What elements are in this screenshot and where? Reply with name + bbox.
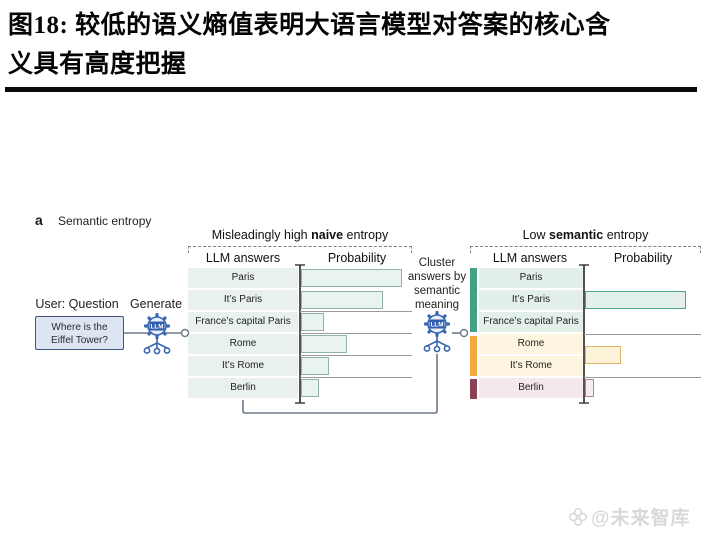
- probability-bar: [301, 335, 347, 353]
- naive-title-bold: naive: [311, 228, 344, 242]
- generate-label: Generate: [129, 297, 183, 311]
- llm-answer-cell: Paris: [188, 268, 298, 288]
- figure-title: 图18: 较低的语义熵值表明大语言模型对答案的核心含 义具有高度把握: [8, 6, 706, 84]
- naive-table-dashed-border: [188, 246, 412, 253]
- question-box: Where is the Eiffel Tower?: [35, 316, 124, 350]
- figure-title-line2: 义具有高度把握: [8, 51, 187, 78]
- llm-answer-cell: Berlin: [188, 378, 298, 398]
- llm-badge-text: LLM: [151, 324, 164, 331]
- llm-answer-cell: It’s Paris: [479, 290, 583, 310]
- probability-bar: [301, 357, 329, 375]
- cluster-strip-paris: [470, 268, 477, 332]
- cluster-line: semantic: [413, 285, 461, 297]
- semantic-title-suffix: entropy: [603, 228, 649, 242]
- naive-col-probability: Probability: [327, 251, 387, 265]
- connector-dot: [459, 328, 469, 338]
- panel-title: Semantic entropy: [58, 214, 152, 228]
- semantic-title-prefix: Low: [522, 228, 550, 242]
- llm-answer-cell: Rome: [479, 334, 583, 354]
- probability-bar: [301, 269, 402, 287]
- semantic-title-bold: semantic: [549, 228, 604, 242]
- probability-bar: [301, 313, 324, 331]
- naive-title-prefix: Misleadingly high: [211, 228, 312, 242]
- cluster-probability-bar-rome: [585, 346, 621, 364]
- llm-answer-cell: France’s capital Paris: [479, 312, 583, 332]
- probability-bar: [301, 291, 383, 309]
- cluster-probability-bar-paris: [585, 291, 686, 309]
- llm-badge-text: LLM: [431, 322, 444, 329]
- llm-answer-cell: It’s Rome: [188, 356, 298, 376]
- llm-answer-cell: It’s Paris: [188, 290, 298, 310]
- naive-table-title: Misleadingly high naive entropy: [188, 228, 412, 242]
- naive-title-suffix: entropy: [343, 228, 389, 242]
- cluster-strip-rome: [470, 336, 477, 376]
- watermark: @未来智库: [568, 503, 691, 530]
- semantic-col-answers: LLM answers: [492, 251, 568, 265]
- cluster-line: answers by: [407, 271, 467, 283]
- question-line1: Where is the: [51, 322, 108, 333]
- probability-bar: [301, 379, 319, 397]
- question-line2: Eiffel Tower?: [51, 335, 108, 346]
- cluster-probability-bar-berlin: [585, 379, 594, 397]
- cluster-step-label: Cluster answers by semantic meaning: [400, 256, 474, 312]
- semantic-table-title: Low semantic entropy: [470, 228, 701, 242]
- title-divider: [5, 87, 697, 92]
- semantic-table-dashed-border: [470, 246, 701, 253]
- llm-answer-cell: Berlin: [479, 378, 583, 398]
- llm-answer-cell: It’s Rome: [479, 356, 583, 376]
- llm-answer-cell: Paris: [479, 268, 583, 288]
- cluster-line: meaning: [414, 299, 460, 311]
- naive-col-answers: LLM answers: [205, 251, 281, 265]
- llm-answer-cell: Rome: [188, 334, 298, 354]
- figure-title-line1: 图18: 较低的语义熵值表明大语言模型对答案的核心含: [8, 12, 611, 39]
- cluster-line: Cluster: [418, 257, 456, 269]
- llm-generate-icon: LLM: [143, 312, 171, 355]
- llm-answer-cell: France’s capital Paris: [188, 312, 298, 332]
- user-question-label: User: Question: [35, 297, 119, 311]
- watermark-clover-icon: [568, 507, 587, 526]
- watermark-text: @未来智库: [591, 508, 691, 529]
- semantic-col-probability: Probability: [613, 251, 673, 265]
- llm-cluster-icon: LLM: [423, 310, 451, 353]
- cluster-strip-berlin: [470, 379, 477, 399]
- panel-letter: a: [35, 212, 43, 228]
